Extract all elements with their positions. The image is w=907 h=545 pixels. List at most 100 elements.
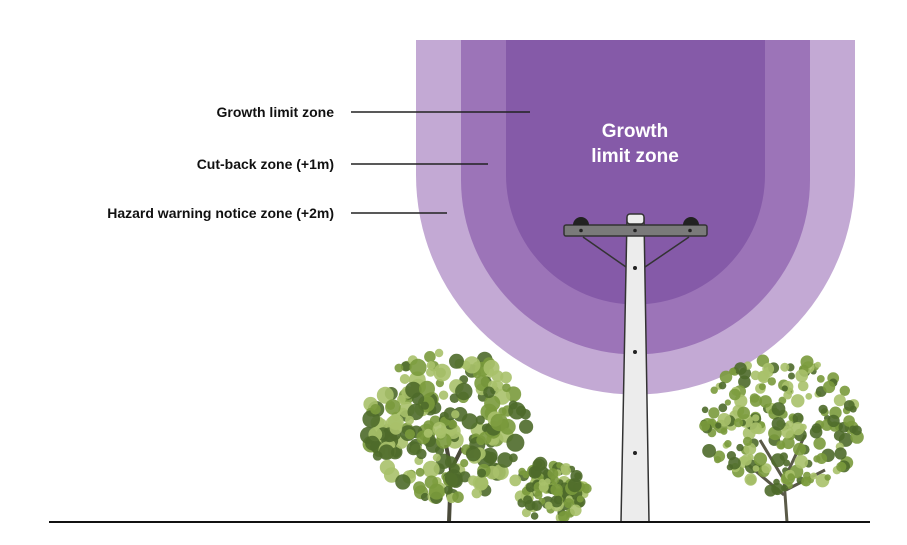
leaf-cluster — [699, 420, 710, 432]
label-growth-limit-zone: Growth limit zone — [216, 104, 334, 120]
leaf-cluster — [771, 417, 786, 431]
leaf-cluster — [532, 458, 546, 472]
crossarm-brace-right — [644, 236, 690, 268]
leaf-cluster — [738, 375, 751, 389]
leaf-cluster — [788, 372, 795, 380]
leaf-cluster — [550, 483, 563, 496]
leaf-cluster — [428, 483, 445, 500]
leaf-cluster — [523, 495, 533, 505]
leaf-cluster — [538, 478, 546, 486]
leaf-cluster — [776, 440, 786, 450]
label-cut-back-zone: Cut-back zone (+1m) — [196, 156, 334, 172]
leaf-cluster — [752, 414, 760, 422]
tree-right-canopy — [699, 354, 864, 497]
leaf-cluster — [814, 361, 822, 368]
leaf-cluster — [797, 380, 809, 392]
leaf-cluster — [762, 362, 775, 375]
leaf-cluster — [448, 419, 458, 429]
leaf-cluster — [750, 370, 761, 381]
leaf-cluster — [432, 453, 441, 462]
zone-title-line2: limit zone — [591, 146, 679, 167]
leaf-cluster — [443, 485, 453, 495]
leaf-cluster — [379, 459, 395, 475]
leaf-cluster — [779, 452, 788, 461]
trees — [360, 348, 864, 524]
leaf-cluster — [724, 399, 732, 406]
leaf-cluster — [506, 433, 525, 452]
leaf-cluster — [740, 454, 752, 466]
leaf-cluster — [834, 447, 847, 460]
leaf-cluster — [726, 464, 734, 471]
leaf-cluster — [509, 474, 522, 487]
leaf-cluster — [816, 375, 825, 383]
leaf-cluster — [518, 467, 526, 476]
leaf-cluster — [749, 394, 763, 407]
leaf-cluster — [794, 455, 809, 469]
leaf-cluster — [737, 406, 750, 420]
leaf-cluster — [733, 418, 744, 428]
leaf-cluster — [490, 413, 509, 432]
leaf-cluster — [823, 380, 836, 394]
insulator-right — [683, 217, 699, 225]
leaf-cluster — [851, 425, 862, 436]
leaf-cluster — [365, 435, 380, 451]
tree-left — [360, 348, 534, 523]
leaf-cluster — [420, 492, 430, 502]
leaf-cluster — [438, 390, 449, 400]
leaf-cluster — [419, 380, 435, 397]
leaf-cluster — [781, 385, 788, 392]
leaf-cluster — [502, 383, 511, 393]
leaf-cluster — [717, 413, 732, 427]
leaf-cluster — [827, 414, 840, 428]
leaf-cluster — [409, 358, 427, 376]
leaf-cluster — [843, 400, 855, 411]
leaf-cluster — [460, 459, 469, 468]
leaf-cluster — [400, 361, 411, 372]
leaf-cluster — [729, 388, 741, 401]
leaf-cluster — [424, 351, 436, 363]
leaf-cluster — [413, 481, 426, 494]
leaf-cluster — [544, 501, 553, 510]
leaf-cluster — [800, 423, 807, 431]
pole-bolt — [633, 451, 637, 455]
leaf-cluster — [791, 394, 805, 408]
leaf-cluster — [824, 474, 831, 481]
leaf-cluster — [759, 395, 772, 408]
leaf-cluster — [833, 394, 846, 407]
leaf-cluster — [422, 460, 440, 478]
leaf-cluster — [483, 359, 500, 376]
growth-limit-zone — [506, 40, 765, 305]
pole-bolt — [633, 350, 637, 354]
leaf-cluster — [813, 455, 821, 463]
leaf-cluster — [434, 348, 444, 358]
leaf-cluster — [406, 441, 421, 456]
leaf-cluster — [519, 419, 534, 434]
leaf-cluster — [719, 370, 733, 384]
leaf-cluster — [570, 504, 582, 517]
leaf-cluster — [433, 363, 452, 382]
leaf-cluster — [701, 406, 709, 414]
leaf-cluster — [423, 428, 433, 438]
leaf-cluster — [405, 415, 414, 425]
pole-bolt — [633, 266, 637, 270]
leaf-cluster — [576, 495, 584, 503]
crossarm-bolt — [688, 228, 692, 233]
leaf-cluster — [702, 444, 716, 458]
leaf-cluster — [805, 393, 813, 400]
leaf-cluster — [390, 447, 402, 458]
zone-title-line1: Growth — [602, 121, 669, 142]
leaf-cluster — [736, 443, 744, 452]
leaf-cluster — [718, 403, 728, 413]
leaf-cluster — [781, 484, 788, 492]
leaf-cluster — [432, 422, 447, 436]
leaf-cluster — [372, 451, 383, 461]
leaf-cluster — [426, 361, 436, 370]
leaf-cluster — [729, 367, 737, 376]
leaf-cluster — [792, 412, 804, 424]
leaf-cluster — [451, 410, 460, 419]
power-pole — [563, 213, 708, 523]
leaf-cluster — [715, 422, 722, 429]
leaf-cluster — [389, 422, 403, 435]
leaf-cluster — [581, 483, 592, 494]
leaf-cluster — [472, 475, 489, 491]
